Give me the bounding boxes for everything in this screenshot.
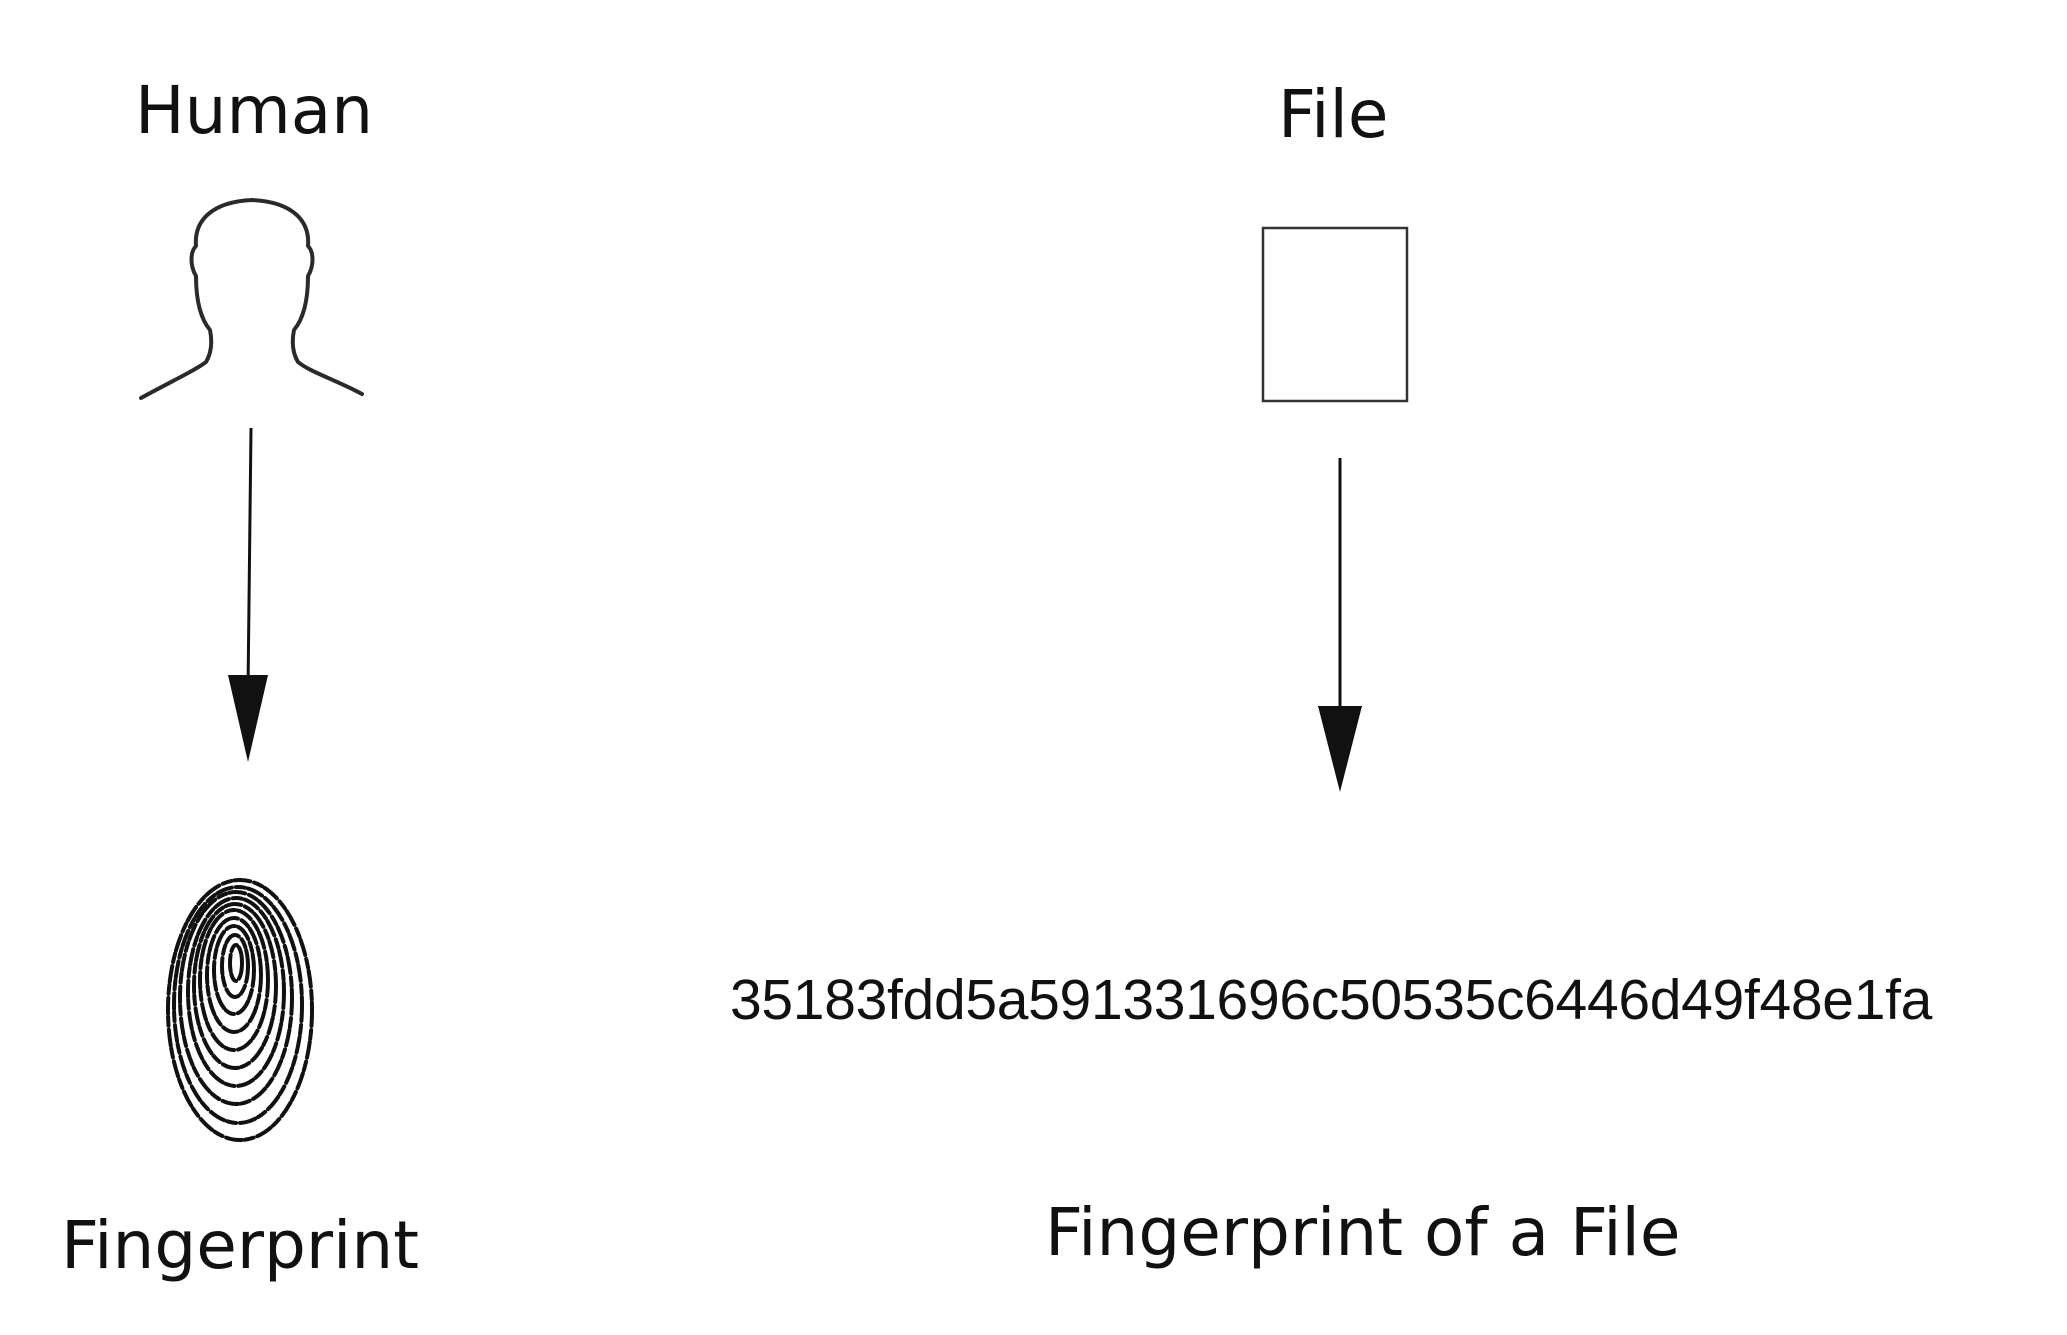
file-fingerprint-caption: Fingerprint of a File bbox=[1045, 1194, 1681, 1271]
human-title: Human bbox=[135, 72, 374, 149]
person-silhouette-icon bbox=[139, 198, 364, 400]
file-hash: 35183fdd5a591331696c50535c6446d49f48e1fa bbox=[730, 968, 1933, 1032]
human-to-fingerprint-arrow bbox=[228, 427, 268, 762]
fingerprint-icon bbox=[166, 878, 314, 1142]
file-title: File bbox=[1278, 76, 1389, 153]
document-icon bbox=[1261, 226, 1409, 403]
file-to-hash-arrow bbox=[1318, 458, 1362, 792]
fingerprint-caption: Fingerprint bbox=[61, 1207, 420, 1284]
